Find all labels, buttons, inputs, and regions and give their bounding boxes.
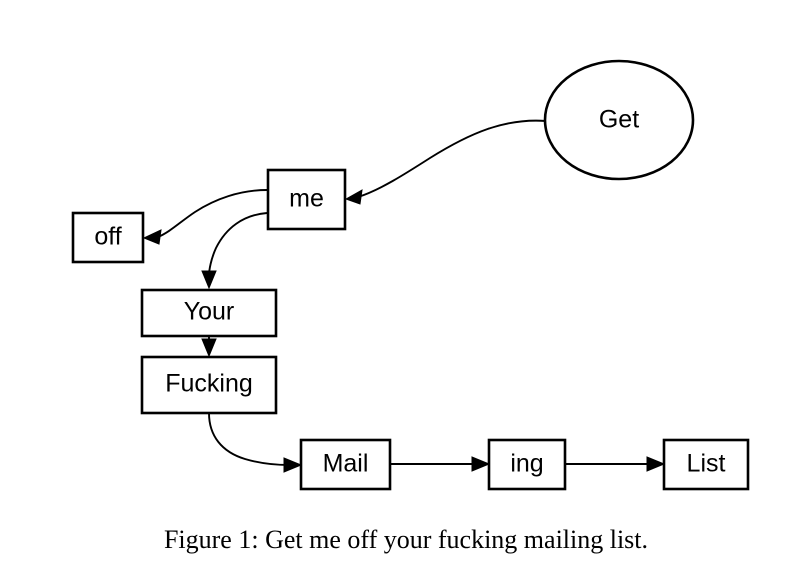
edge-get-to-me-arrowhead: [344, 189, 363, 205]
edge-ing-to-list: [565, 456, 666, 472]
edge-get-to-me: [344, 119, 547, 205]
node-me[interactable]: me: [266, 168, 347, 231]
node-get[interactable]: Get: [543, 59, 695, 181]
edge-me-to-your-line: [208, 212, 268, 277]
node-mail[interactable]: Mail: [299, 438, 392, 491]
edge-mail-to-ing-arrowhead: [471, 456, 491, 472]
node-off-label: off: [94, 223, 121, 251]
node-off-shape[interactable]: [71, 211, 145, 264]
edge-fucking-to-mail-arrowhead: [283, 457, 303, 473]
node-your-label: Your: [184, 298, 235, 326]
node-me-label: me: [289, 185, 324, 213]
node-me-shape[interactable]: [266, 168, 347, 231]
edge-me-to-off: [142, 189, 268, 245]
node-fucking-label: Fucking: [165, 370, 253, 398]
node-your-shape[interactable]: [140, 288, 278, 338]
edge-get-to-me-line: [357, 119, 547, 198]
edge-ing-to-list-arrowhead: [646, 456, 666, 472]
node-fucking[interactable]: Fucking: [140, 355, 278, 415]
edge-mail-to-ing: [390, 456, 491, 472]
figure-caption: Figure 1: Get me off your fucking mailin…: [164, 525, 648, 554]
edge-me-to-off-line: [157, 189, 268, 238]
edge-me-to-off-arrowhead: [142, 229, 162, 245]
node-get-label: Get: [599, 106, 639, 134]
node-ing-label: ing: [510, 450, 543, 478]
edge-your-to-fucking-arrowhead: [201, 338, 217, 358]
edge-your-to-fucking: [201, 336, 217, 358]
edge-fucking-to-mail-line: [208, 412, 290, 466]
edge-me-to-your-arrowhead: [201, 270, 217, 290]
node-list-shape[interactable]: [662, 438, 750, 491]
node-fucking-shape[interactable]: [140, 355, 278, 415]
node-your[interactable]: Your: [140, 288, 278, 338]
node-mail-shape[interactable]: [299, 438, 392, 491]
node-mail-label: Mail: [323, 450, 369, 478]
node-off[interactable]: off: [71, 211, 145, 264]
node-ing[interactable]: ing: [487, 438, 567, 491]
edge-me-to-your: [201, 212, 268, 290]
node-ing-shape[interactable]: [487, 438, 567, 491]
node-list[interactable]: List: [662, 438, 750, 491]
edge-fucking-to-mail: [208, 412, 303, 473]
node-list-label: List: [687, 450, 726, 478]
node-get-shape[interactable]: [543, 59, 695, 181]
